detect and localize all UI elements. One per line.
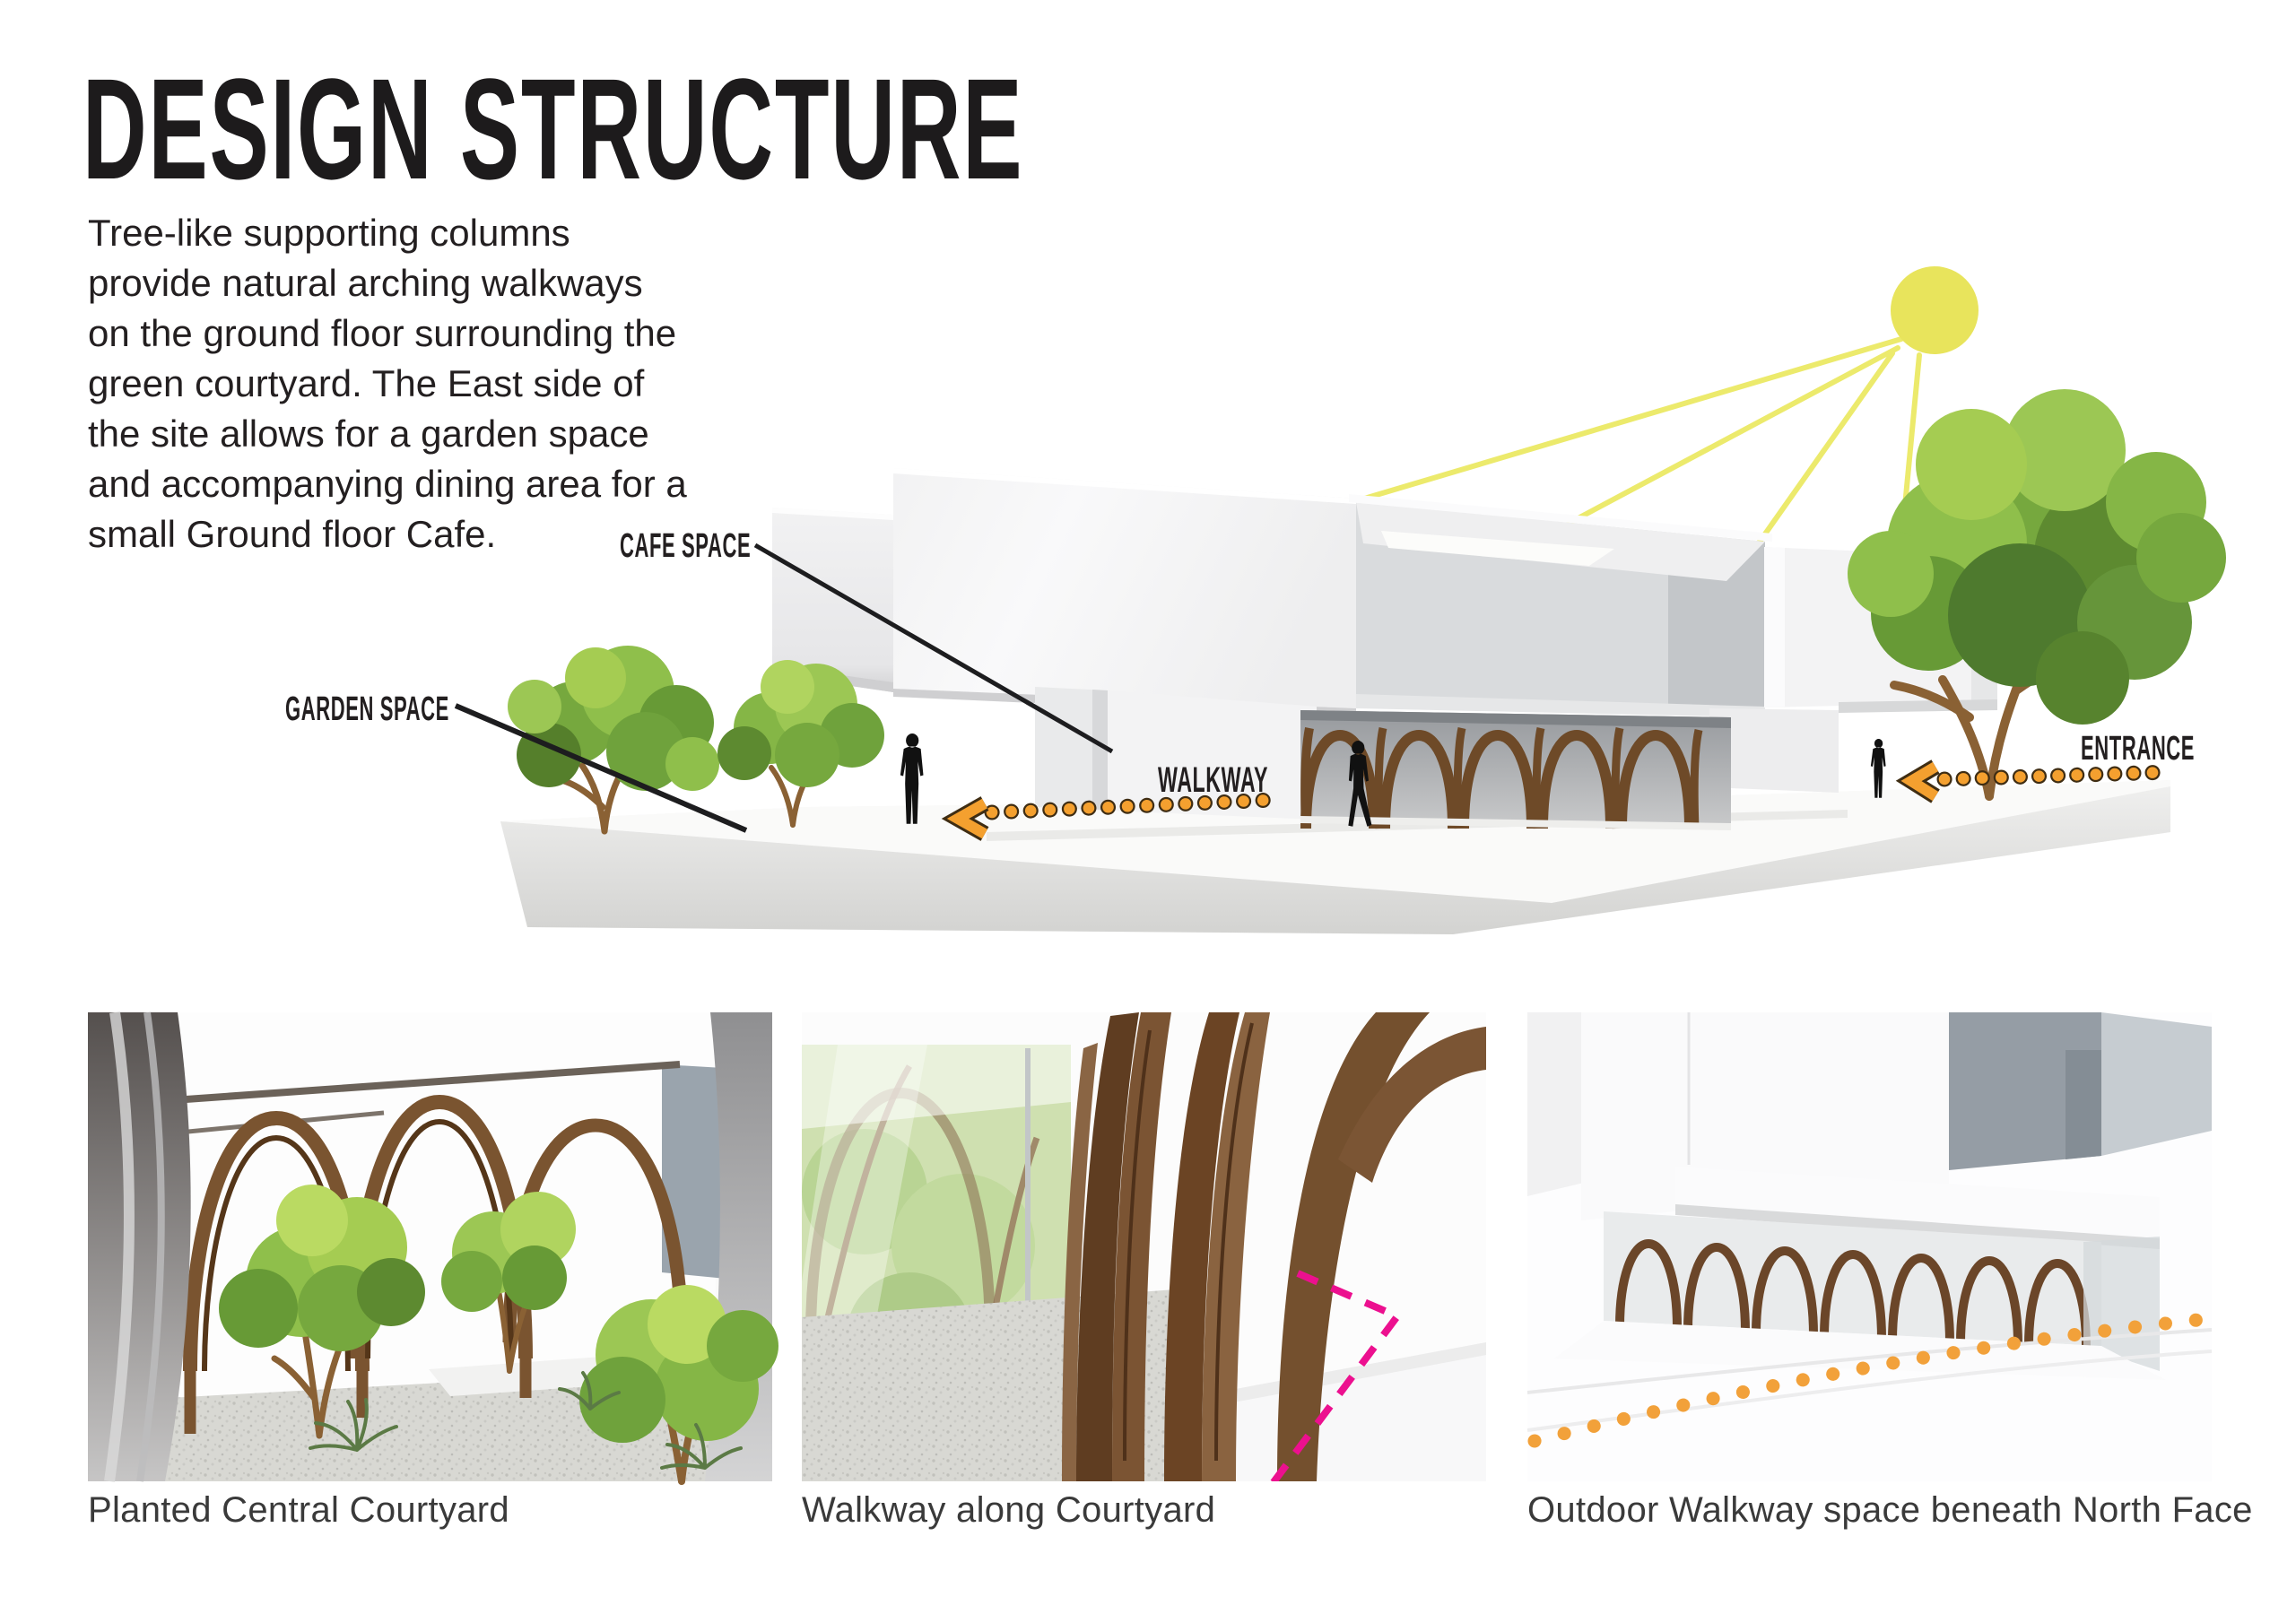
walkway-direction-arrow-icon bbox=[941, 796, 989, 841]
main-rendering bbox=[454, 266, 2226, 934]
north-block bbox=[1949, 1012, 2212, 1170]
label-garden-space: GARDEN SPACE bbox=[285, 690, 449, 728]
skylight-opening bbox=[1381, 531, 1614, 566]
label-cafe-space: CAFE SPACE bbox=[620, 527, 752, 565]
courtyard-boundary-dashed-path bbox=[1269, 1270, 1404, 1481]
entrance-dotted-trail bbox=[1895, 759, 2179, 803]
garden-tree-right bbox=[718, 660, 884, 828]
large-tree-columns bbox=[1062, 1012, 1486, 1481]
caption-outdoor-walkway: Outdoor Walkway space beneath North Face bbox=[1527, 1490, 2253, 1530]
fern-plants bbox=[309, 1371, 743, 1470]
courtyard-trees bbox=[219, 1185, 778, 1485]
garden-space-leader-line bbox=[454, 703, 748, 833]
figure-outdoor-walkway bbox=[1527, 1012, 2212, 1481]
site-platform bbox=[500, 780, 2170, 934]
label-walkway: WALKWAY bbox=[1158, 760, 1269, 800]
cafe-interior-cutaway bbox=[1349, 494, 1772, 717]
entrance-direction-arrow-icon bbox=[1895, 759, 1940, 803]
label-entrance: ENTRANCE bbox=[2081, 730, 2196, 768]
building-cafe-box bbox=[893, 468, 1356, 717]
tree-column-colonnade bbox=[1300, 710, 1731, 830]
caption-planted-courtyard: Planted Central Courtyard bbox=[88, 1490, 509, 1530]
figure-planted-courtyard bbox=[88, 1011, 778, 1485]
walkway-opening bbox=[1604, 1211, 2101, 1346]
caption-walkway-courtyard: Walkway along Courtyard bbox=[802, 1490, 1216, 1530]
garden-tree-left bbox=[508, 646, 719, 835]
figure-walkway-courtyard bbox=[802, 1012, 1486, 1481]
tree-canopy bbox=[1848, 389, 2226, 725]
cafe-space-leader-line bbox=[753, 542, 1114, 754]
page-title: DESIGN STRUCTURE bbox=[83, 48, 1024, 209]
outdoor-walkway-dotted-route bbox=[1527, 1312, 2212, 1448]
intro-paragraph: Tree-like supporting columns provide nat… bbox=[88, 212, 687, 555]
walkway-dotted-trail bbox=[941, 792, 1282, 841]
tree-canopy bbox=[508, 646, 719, 791]
gray-column-wall-left bbox=[88, 1012, 191, 1481]
entrance-tree-cluster bbox=[1848, 389, 2226, 801]
tree-canopy bbox=[718, 660, 884, 787]
person-silhouette-entrance bbox=[1870, 739, 1886, 798]
